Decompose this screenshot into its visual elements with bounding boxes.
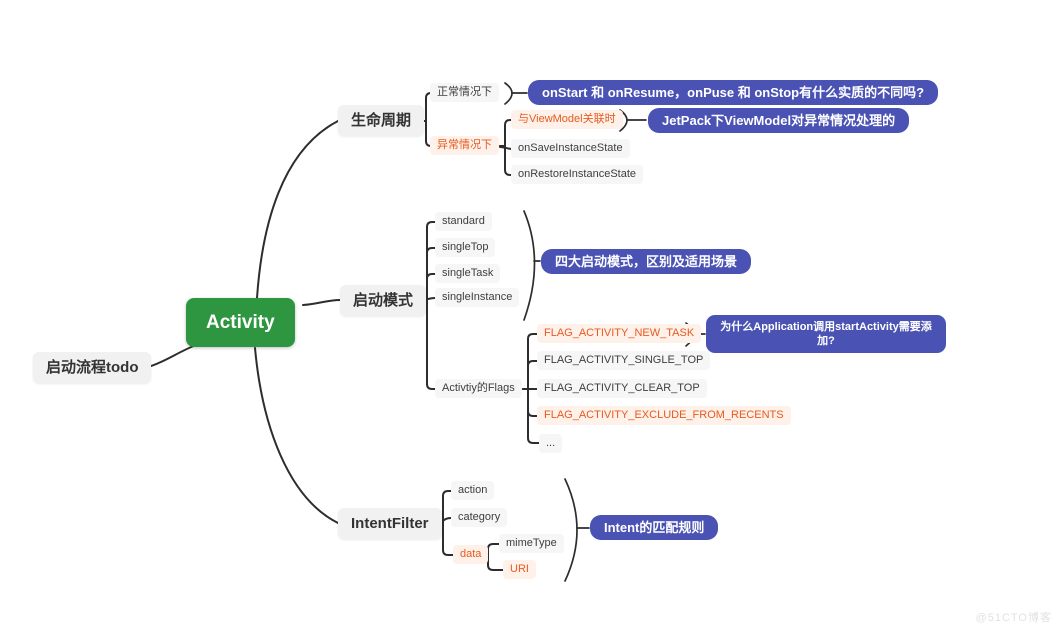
flags-tree-connectors bbox=[522, 333, 540, 444]
topic-flag-clear-top[interactable]: FLAG_ACTIVITY_CLEAR_TOP bbox=[537, 379, 707, 398]
root-topic-activity[interactable]: Activity bbox=[186, 298, 295, 347]
topic-flag-new-task[interactable]: FLAG_ACTIVITY_NEW_TASK bbox=[537, 324, 702, 343]
topic-flag-single-top[interactable]: FLAG_ACTIVITY_SINGLE_TOP bbox=[537, 351, 711, 370]
topic-singletop[interactable]: singleTop bbox=[435, 238, 496, 257]
topic-activity-flags[interactable]: Activtiy的Flags bbox=[435, 379, 522, 398]
topic-launch-flow-todo[interactable]: 启动流程todo bbox=[33, 352, 152, 383]
topic-singleinstance[interactable]: singleInstance bbox=[435, 288, 520, 307]
topic-singletask[interactable]: singleTask bbox=[435, 264, 501, 283]
topic-mimetype[interactable]: mimeType bbox=[499, 534, 564, 553]
summary-modes-question[interactable]: 四大启动模式，区别及适用场景 bbox=[541, 249, 752, 274]
topic-uri[interactable]: URI bbox=[503, 560, 536, 579]
summary-lifecycle-question[interactable]: onStart 和 onResume，onPuse 和 onStop有什么实质的… bbox=[528, 80, 939, 105]
topic-normal-case[interactable]: 正常情况下 bbox=[430, 83, 499, 102]
topic-flag-exclude-recents[interactable]: FLAG_ACTIVITY_EXCLUDE_FROM_RECENTS bbox=[537, 406, 791, 425]
summary-flags-question[interactable]: 为什么Application调用startActivity需要添加? bbox=[706, 315, 946, 353]
topic-onsaveinstancestate[interactable]: onSaveInstanceState bbox=[511, 139, 630, 158]
topic-category[interactable]: category bbox=[451, 508, 508, 527]
topic-flags-more[interactable]: ... bbox=[539, 434, 563, 453]
topic-abnormal-case[interactable]: 异常情况下 bbox=[430, 136, 499, 155]
watermark-51cto: @51CTO博客 bbox=[975, 612, 1052, 624]
topic-action[interactable]: action bbox=[451, 481, 495, 500]
topic-data[interactable]: data bbox=[453, 545, 489, 564]
topic-lifecycle[interactable]: 生命周期 bbox=[338, 105, 425, 136]
topic-intentfilter[interactable]: IntentFilter bbox=[338, 508, 442, 539]
topic-viewmodel-association[interactable]: 与ViewModel关联时 bbox=[511, 110, 623, 129]
launchmode-tree-connectors bbox=[420, 221, 436, 390]
lifecycle-tree-connectors bbox=[422, 92, 514, 176]
summary-viewmodel-question[interactable]: JetPack下ViewModel对异常情况处理的 bbox=[648, 108, 910, 133]
topic-standard[interactable]: standard bbox=[435, 212, 492, 231]
topic-onrestoreinstancestate[interactable]: onRestoreInstanceState bbox=[511, 165, 644, 184]
topic-launch-mode[interactable]: 启动模式 bbox=[340, 285, 427, 316]
summary-intent-match-rules[interactable]: Intent的匹配规则 bbox=[590, 515, 719, 540]
